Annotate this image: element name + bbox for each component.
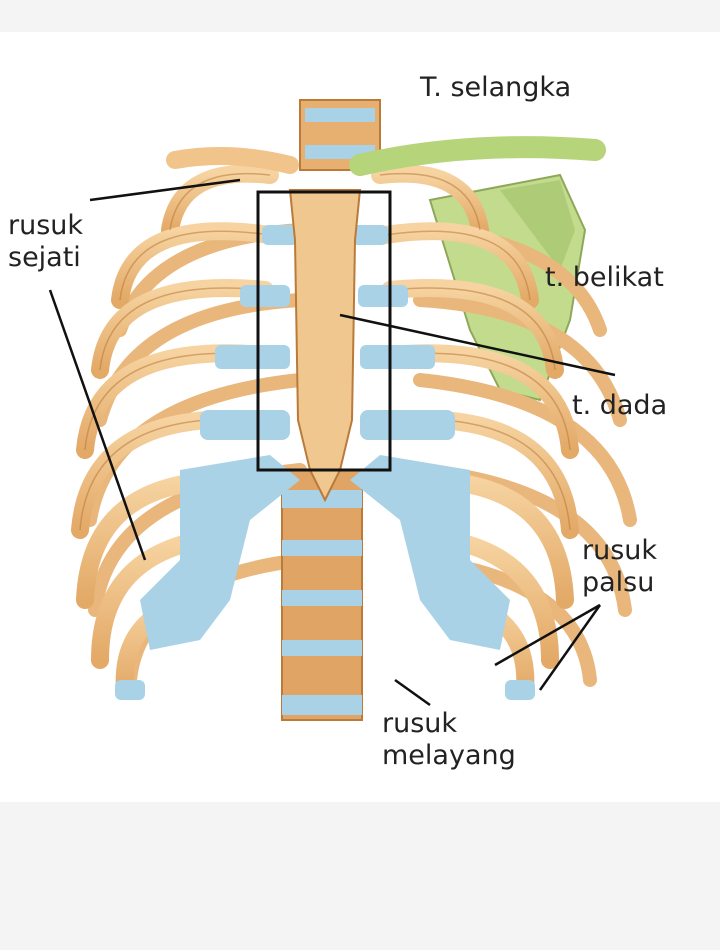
floating-ribs-label-line2: melayang: [382, 740, 516, 771]
clavicle-bones: [166, 136, 606, 176]
sternum-bone: [288, 189, 362, 503]
leader-lines: [48, 178, 616, 707]
costal-cartilage: [115, 225, 535, 700]
floating-ribs-label-line1: rusuk: [382, 708, 458, 739]
top-band: [0, 0, 720, 32]
clavicle-label: T. selangka: [420, 72, 572, 103]
sternum-highlight-box: [256, 190, 392, 472]
false-ribs-label-line1: rusuk: [582, 535, 658, 566]
bottom-band: [0, 802, 720, 950]
scapula-label: t. belikat: [545, 262, 664, 293]
true-ribs-label-line2: sejati: [8, 242, 81, 273]
true-ribs-label-line1: rusuk: [8, 210, 84, 241]
false-ribs-label-line2: palsu: [582, 567, 655, 598]
sternum-label: t. dada: [572, 390, 668, 421]
vertebral-column: [281, 99, 381, 721]
